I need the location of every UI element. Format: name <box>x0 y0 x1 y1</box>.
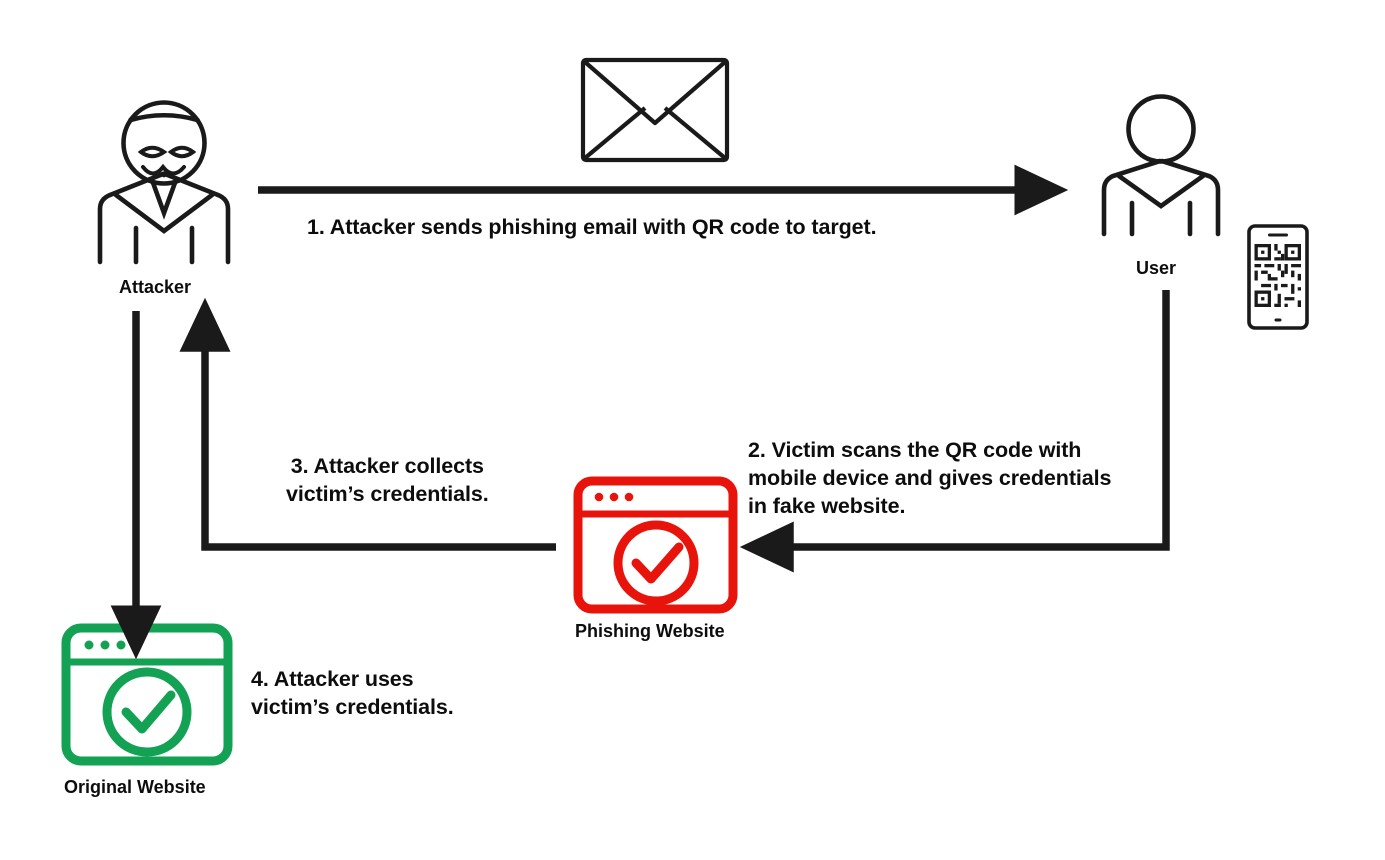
step-2-text: 2. Victim scans the QR code with mobile … <box>748 438 1112 518</box>
attacker-label: Attacker <box>119 277 192 297</box>
step-4-text: 4. Attacker uses victim’s credentials. <box>251 667 454 719</box>
person-icon <box>1101 94 1221 237</box>
original-website-icon <box>61 623 233 766</box>
masked-person-icon <box>97 100 231 265</box>
step-3-text: 3. Attacker collects victim’s credential… <box>286 454 489 506</box>
arrow-step-3 <box>179 297 556 551</box>
user-label: User <box>1136 258 1177 278</box>
original-website-label: Original Website <box>64 777 206 797</box>
arrow-step-2 <box>739 290 1170 573</box>
smartphone-qr-code-icon <box>1247 224 1309 330</box>
step-1-text: 1. Attacker sends phishing email with QR… <box>307 215 877 239</box>
envelope-icon <box>580 57 730 163</box>
phishing-website-label: Phishing Website <box>575 621 725 641</box>
phishing-website-icon <box>573 476 738 614</box>
